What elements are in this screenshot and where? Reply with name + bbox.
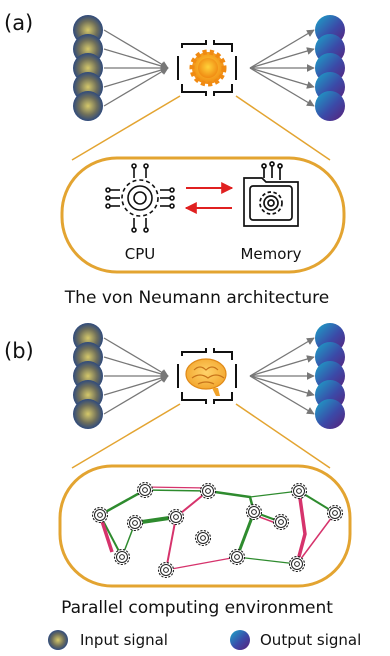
gear-icon	[189, 49, 227, 87]
input-arrows-a	[103, 29, 169, 107]
zoom-lines-b	[71, 403, 331, 469]
green-link	[144, 489, 209, 492]
gear-icon	[167, 508, 185, 526]
gear-icon	[199, 482, 217, 500]
von-neumann-capsule	[60, 156, 346, 274]
input-node	[73, 399, 103, 429]
gear-icon	[290, 482, 308, 500]
input-nodes-b	[73, 323, 103, 429]
gear-icon	[326, 504, 344, 522]
input-node	[73, 91, 103, 121]
input-nodes-a	[73, 15, 103, 121]
output-node	[315, 91, 345, 121]
output-arrows-b	[249, 337, 315, 415]
output-nodes-a	[315, 15, 345, 121]
pink-link	[144, 486, 209, 489]
gear-icon	[157, 561, 175, 579]
legend-input-swatch	[48, 630, 68, 650]
zoom-lines-a	[71, 95, 331, 161]
gear-icon	[113, 548, 131, 566]
data-transfer-arrows	[184, 182, 234, 214]
gear-icon	[228, 548, 246, 566]
pink-link	[296, 512, 336, 565]
processor-frame-a	[177, 40, 237, 96]
gear-icon	[245, 503, 263, 521]
gear-icon	[272, 513, 290, 531]
legend-output-swatch	[230, 630, 250, 650]
green-link	[249, 490, 300, 498]
legend-output-label: Output signal	[260, 631, 361, 649]
output-node	[315, 399, 345, 429]
panel-b-tag: (b)	[4, 339, 34, 363]
green-link	[99, 488, 146, 517]
legend: Input signal Output signal	[48, 630, 361, 650]
cpu-icon	[105, 163, 175, 233]
input-arrows-b	[103, 337, 169, 415]
memory-icon	[243, 161, 299, 227]
pink-link	[295, 490, 307, 565]
gear-icon	[194, 529, 212, 547]
cpu-label: CPU	[125, 245, 156, 263]
panel-b-caption: Parallel computing environment	[61, 598, 333, 618]
green-link	[236, 556, 298, 565]
gear-icon	[126, 514, 144, 532]
output-nodes-b	[315, 323, 345, 429]
pink-link	[165, 516, 177, 571]
legend-input-label: Input signal	[80, 631, 168, 649]
panel-a-caption: The von Neumann architecture	[64, 288, 329, 308]
gear-icon	[136, 481, 154, 499]
output-arrows-a	[249, 29, 315, 107]
brain-icon	[185, 358, 227, 396]
processor-frame-b	[177, 348, 237, 404]
pink-link	[165, 556, 238, 571]
panel-a-tag: (a)	[4, 11, 33, 35]
memory-label: Memory	[240, 245, 301, 263]
gear-icon	[288, 555, 306, 573]
gear-icon	[91, 506, 109, 524]
